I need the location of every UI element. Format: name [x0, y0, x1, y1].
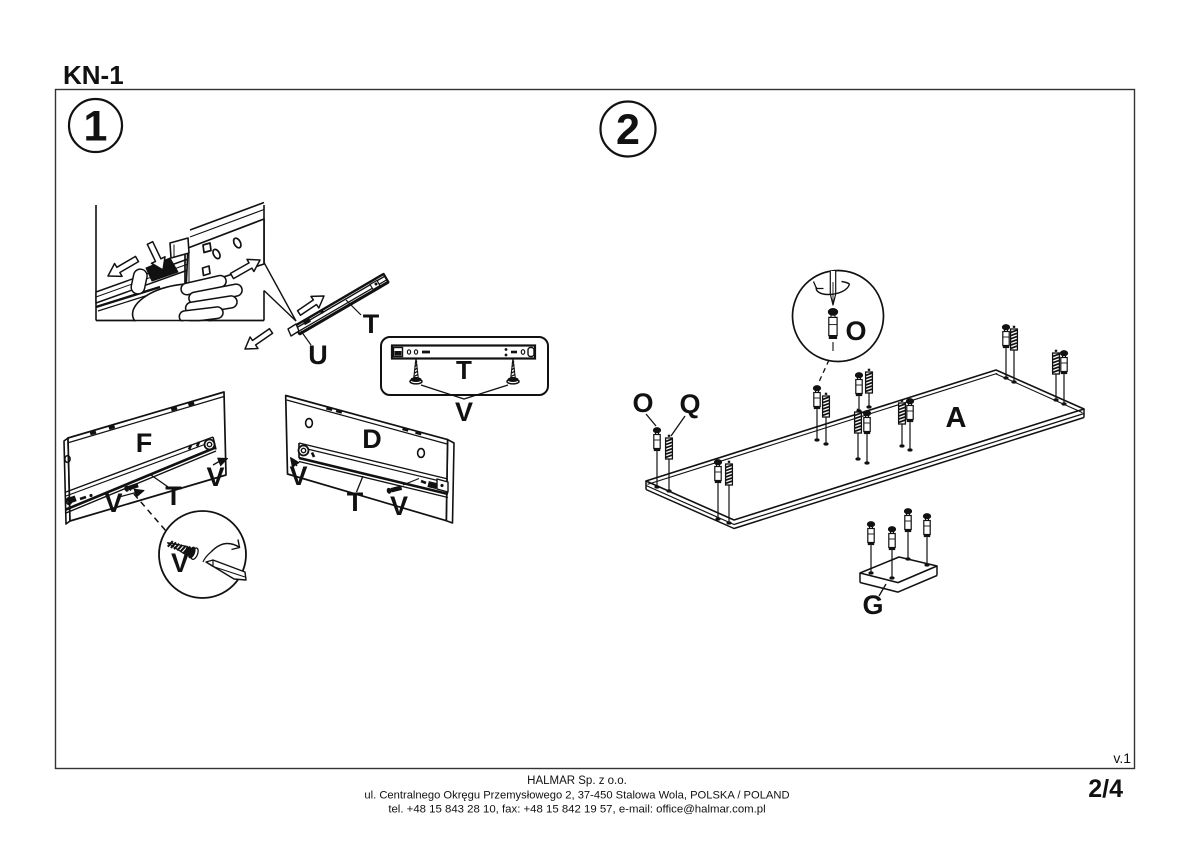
svg-text:O: O	[632, 388, 653, 418]
svg-text:T: T	[347, 487, 364, 517]
svg-text:v.1: v.1	[1113, 750, 1131, 766]
svg-text:D: D	[362, 424, 382, 454]
svg-text:V: V	[171, 548, 189, 578]
svg-text:F: F	[136, 428, 153, 458]
svg-text:T: T	[363, 309, 380, 339]
svg-text:ul. Centralnego Okręgu Przemys: ul. Centralnego Okręgu Przemysłowego 2, …	[364, 790, 789, 802]
svg-text:V: V	[455, 397, 473, 427]
svg-text:V: V	[390, 491, 408, 521]
svg-text:T: T	[456, 355, 472, 385]
svg-text:O: O	[845, 316, 866, 346]
svg-text:2/4: 2/4	[1088, 775, 1123, 803]
svg-text:G: G	[862, 590, 883, 620]
svg-text:V: V	[104, 488, 122, 518]
svg-text:HALMAR Sp. z o.o.: HALMAR Sp. z o.o.	[527, 775, 627, 787]
svg-text:2: 2	[616, 106, 640, 154]
svg-text:U: U	[308, 340, 328, 370]
svg-text:A: A	[946, 402, 967, 434]
svg-text:KN-1: KN-1	[63, 60, 124, 90]
svg-text:tel. +48 15 843 28 10, fax: +4: tel. +48 15 843 28 10, fax: +48 15 842 1…	[388, 804, 765, 816]
svg-text:1: 1	[84, 103, 108, 151]
svg-text:T: T	[165, 481, 182, 511]
svg-text:Q: Q	[679, 389, 700, 419]
svg-text:V: V	[206, 462, 224, 492]
svg-text:V: V	[289, 461, 307, 491]
